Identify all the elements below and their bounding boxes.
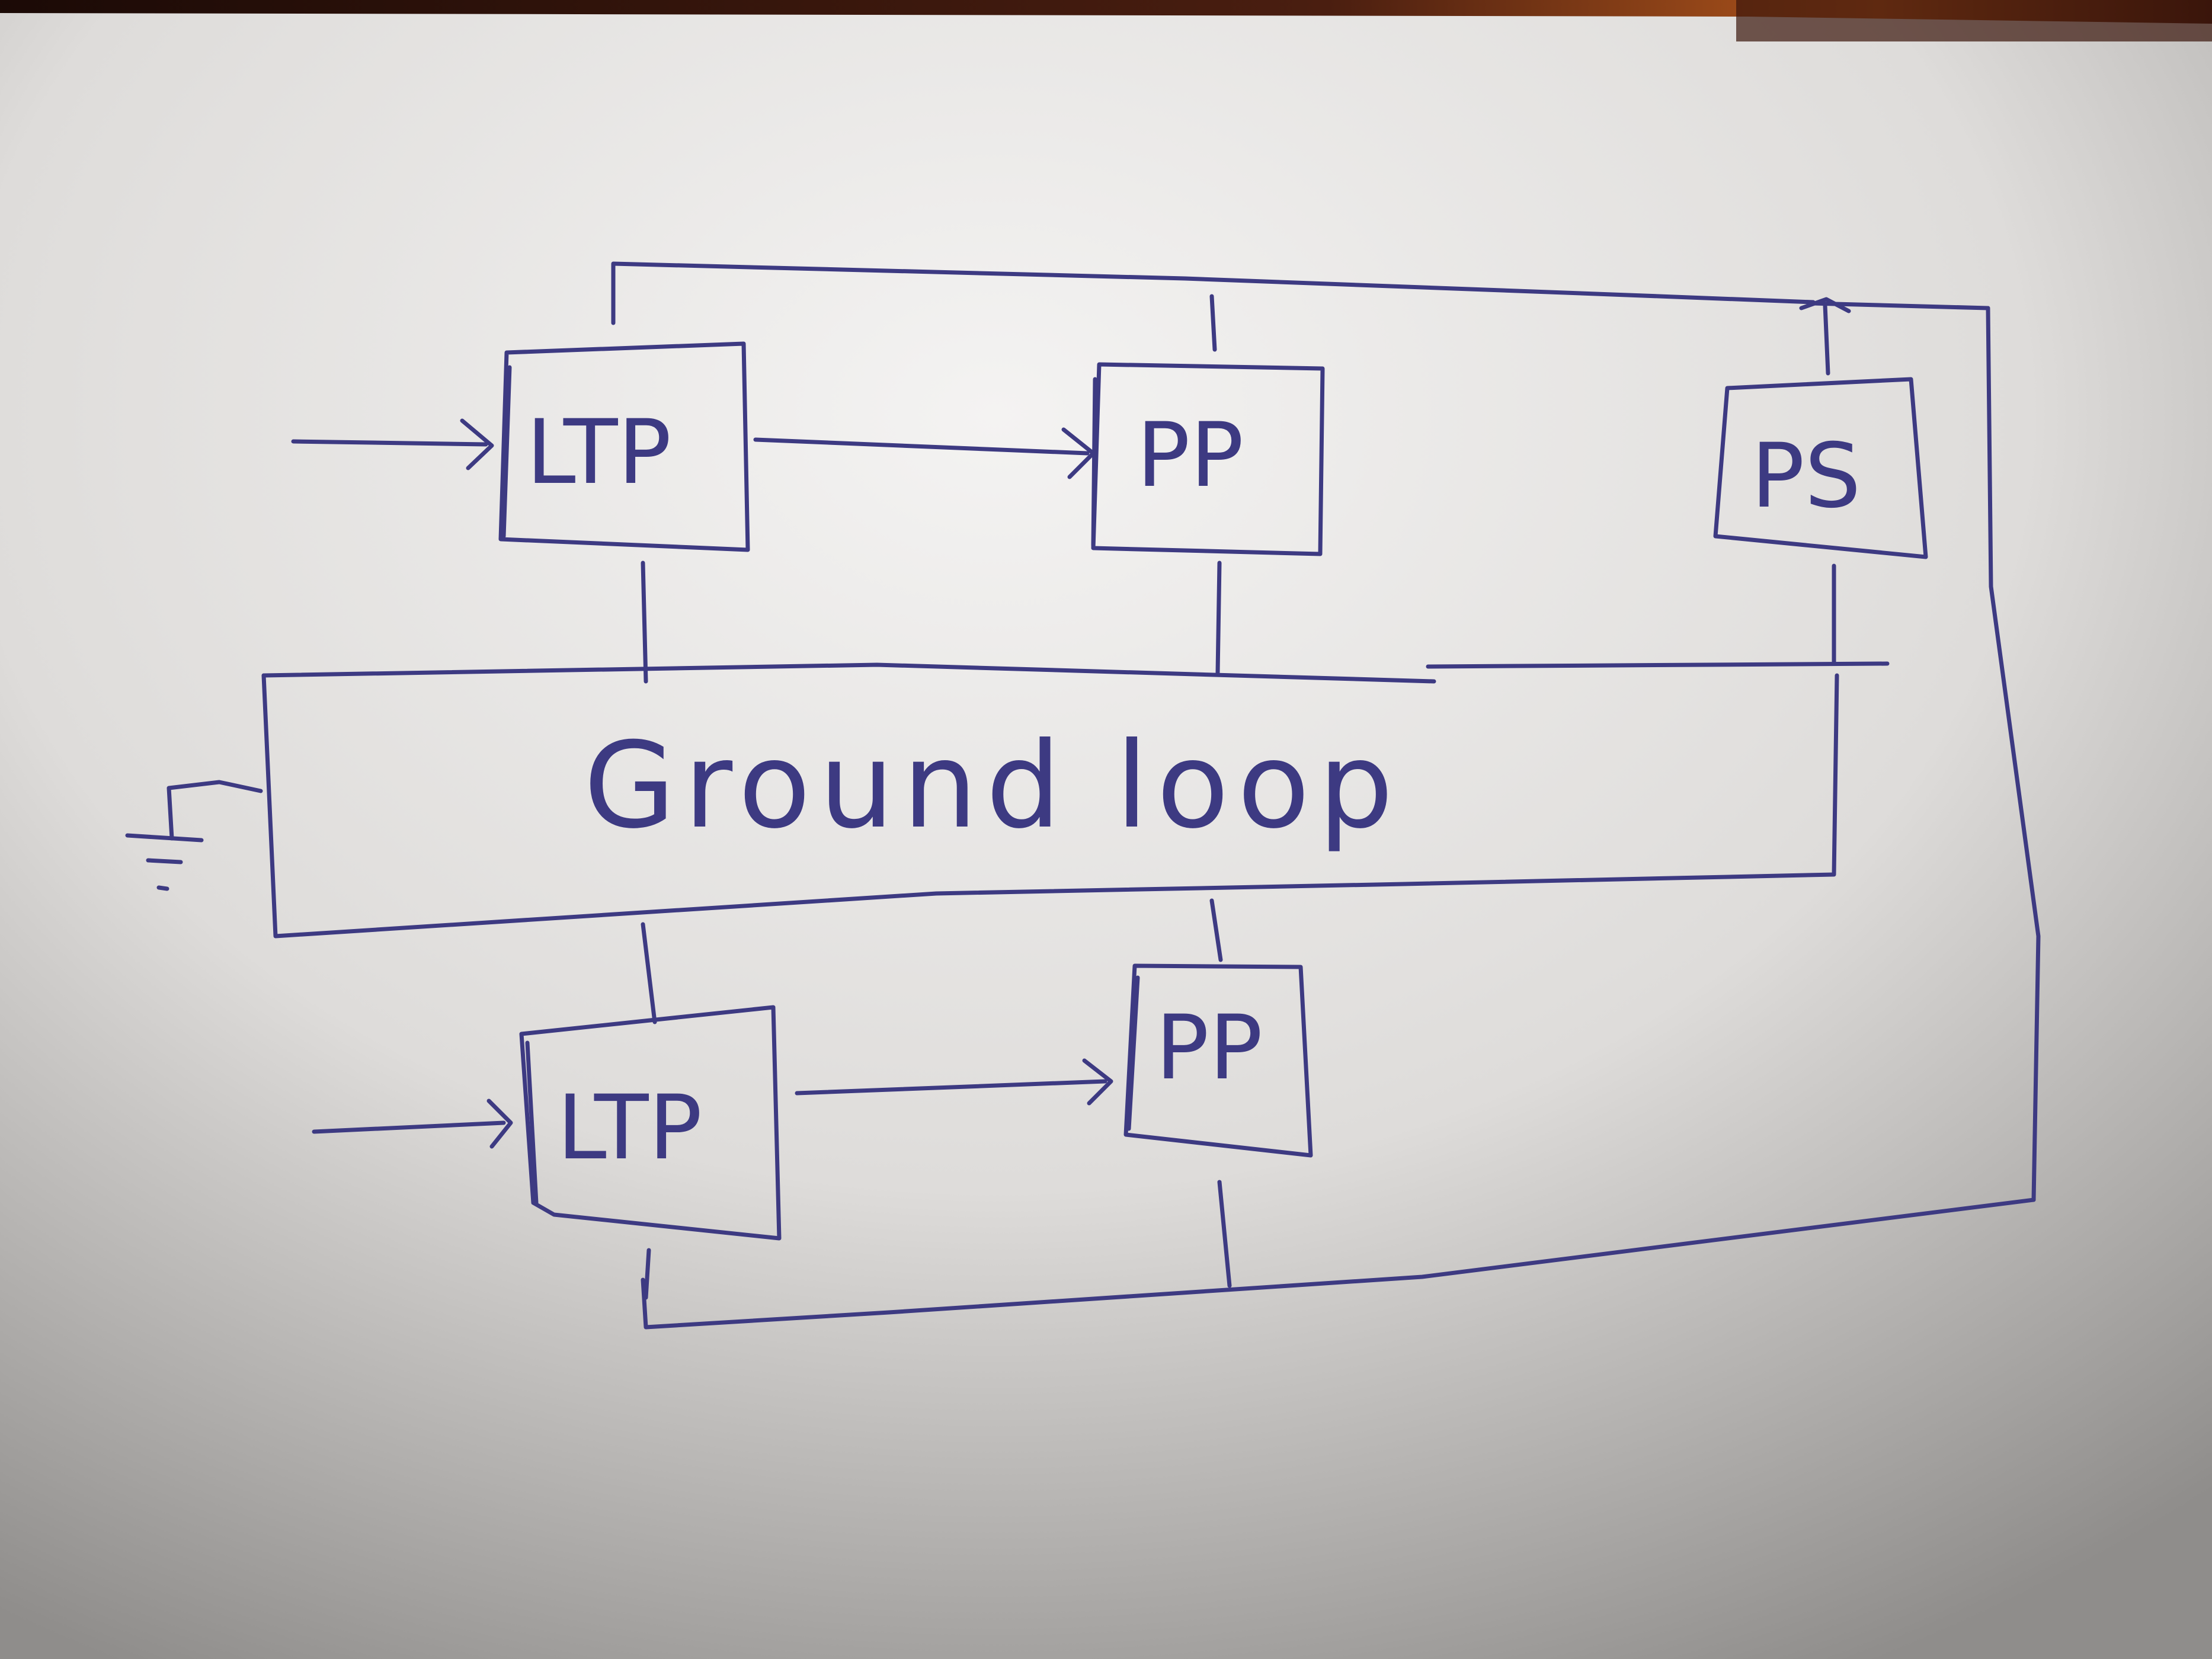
book-edge [0, 0, 2212, 24]
block-ltp-top-label: LTP [526, 401, 671, 504]
ground-loop-label: Ground loop [584, 717, 1401, 855]
block-ltp-top[interactable]: LTP [498, 341, 750, 552]
arrow-input-to-ltp-bottom [312, 1098, 513, 1149]
block-ps[interactable]: PS [1713, 377, 1928, 559]
block-pp-bottom-label: PP [1155, 997, 1263, 1100]
top-rail [611, 261, 1990, 376]
block-ltp-bottom[interactable]: LTP [519, 1005, 782, 1241]
book-corner [1736, 0, 2212, 41]
bottom-rail [641, 1180, 2036, 1330]
ground-loop: Ground loop [261, 661, 1890, 939]
block-pp-top-label: PP [1137, 404, 1244, 507]
arrow-ltp-bottom-to-pp-bottom [795, 1058, 1113, 1106]
block-pp-top[interactable]: PP [1091, 362, 1325, 556]
ground-symbol-icon [125, 780, 263, 891]
block-pp-bottom[interactable]: PP [1123, 963, 1313, 1158]
arrow-ltp-top-to-pp-top [753, 427, 1096, 479]
block-ps-label: PS [1751, 425, 1861, 528]
hand-drawn-diagram: Ground loop LTP PP PS LTP [125, 261, 2041, 1330]
ground-connections [641, 561, 1836, 1024]
arrow-input-to-ltp-top [291, 418, 494, 470]
block-ltp-bottom-label: LTP [557, 1077, 702, 1180]
right-rail [1986, 306, 2041, 1202]
